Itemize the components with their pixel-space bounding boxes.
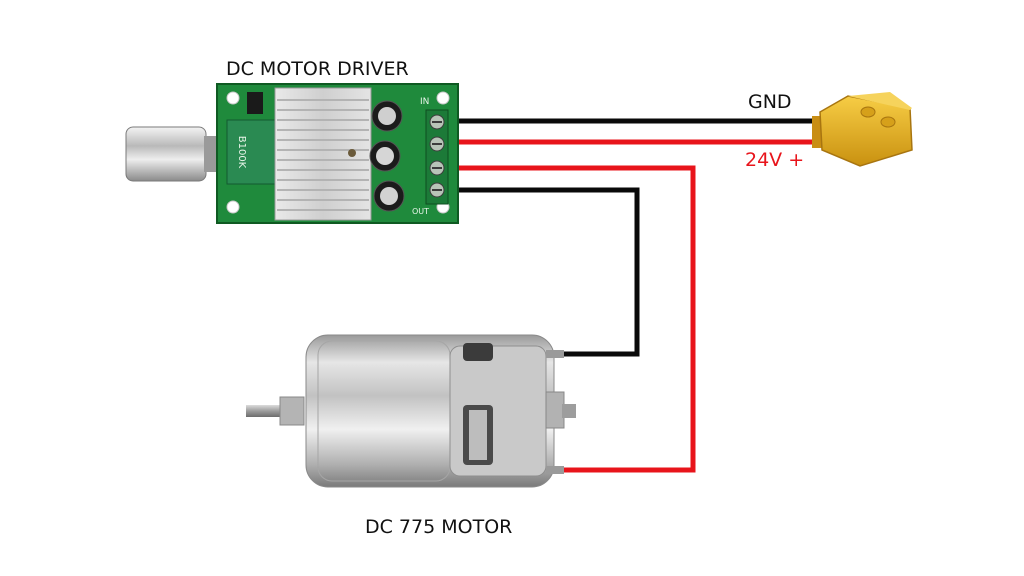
motor-label: DC 775 MOTOR — [365, 516, 513, 538]
vplus-label: 24V + — [745, 149, 805, 171]
motor-driver-board: B100K IN OUT — [125, 83, 459, 224]
motor-terminal-positive — [546, 466, 564, 474]
motor-terminal-negative — [546, 350, 564, 358]
xt60-connector — [812, 92, 913, 167]
gnd-label: GND — [748, 91, 792, 113]
potentiometer-knob[interactable] — [125, 126, 207, 182]
in-silkscreen: IN — [420, 97, 429, 107]
potentiometer-body — [226, 119, 276, 185]
wire-motor-negative — [452, 187, 640, 357]
wires — [452, 118, 822, 473]
capacitors — [369, 100, 405, 212]
wire-motor-positive — [452, 165, 696, 473]
motor-shaft — [246, 405, 286, 417]
pot-silkscreen: B100K — [236, 136, 247, 169]
dc-motor — [246, 334, 576, 488]
terminal-block — [425, 109, 449, 205]
driver-label: DC MOTOR DRIVER — [226, 58, 409, 80]
out-silkscreen: OUT — [412, 207, 429, 216]
